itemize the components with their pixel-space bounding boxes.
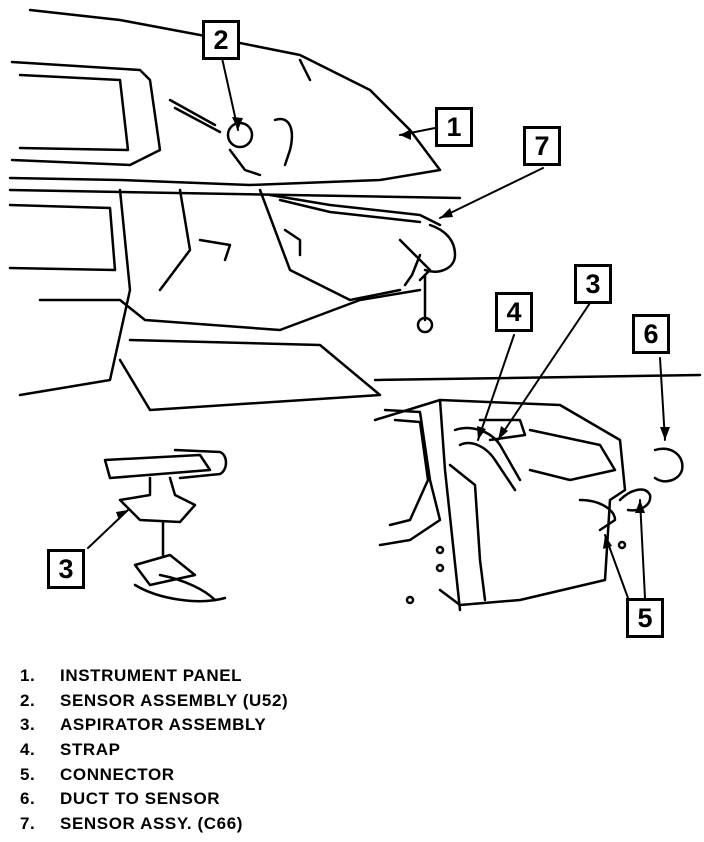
instrument-panel-drawing [8, 8, 462, 412]
legend-item: 4. STRAP [20, 738, 440, 763]
callout-6: 6 [632, 314, 670, 354]
legend-item: 1. INSTRUMENT PANEL [20, 664, 440, 689]
callout-4: 4 [495, 292, 533, 332]
installation-diagram [8, 8, 702, 612]
duct-assembly-drawing [373, 373, 702, 612]
callout-1: 1 [435, 107, 473, 147]
legend-item: 3. ASPIRATOR ASSEMBLY [20, 713, 440, 738]
leader-arrowheads [116, 117, 670, 549]
legend-label: DUCT TO SENSOR [60, 789, 221, 809]
legend-label: ASPIRATOR ASSEMBLY [60, 715, 267, 735]
legend-item: 2. SENSOR ASSEMBLY (U52) [20, 689, 440, 714]
legend-item: 5. CONNECTOR [20, 762, 440, 787]
legend-number: 6. [20, 789, 36, 809]
legend-number: 4. [20, 740, 36, 760]
legend-number: 7. [20, 813, 36, 833]
legend-label: SENSOR ASSY. (C66) [60, 813, 244, 833]
leader-lines [87, 57, 666, 599]
callout-5: 5 [626, 598, 664, 638]
parts-legend: 1. INSTRUMENT PANEL 2. SENSOR ASSEMBLY (U5… [20, 664, 440, 836]
legend-label: SENSOR ASSEMBLY (U52) [60, 690, 289, 710]
callout-7: 7 [523, 126, 561, 166]
legend-number: 3. [20, 715, 36, 735]
callout-2: 2 [202, 20, 240, 60]
callout-3-detail: 3 [47, 549, 85, 589]
legend-item: 6. DUCT TO SENSOR [20, 787, 440, 812]
legend-item: 7. SENSOR ASSY. (C66) [20, 812, 440, 837]
legend-number: 5. [20, 764, 36, 784]
legend-number: 2. [20, 690, 36, 710]
legend-label: STRAP [60, 740, 121, 760]
legend-label: INSTRUMENT PANEL [60, 666, 243, 686]
aspirator-detail-drawing [103, 448, 228, 603]
callout-3-duct: 3 [574, 264, 612, 304]
legend-label: CONNECTOR [60, 764, 175, 784]
legend-number: 1. [20, 666, 36, 686]
